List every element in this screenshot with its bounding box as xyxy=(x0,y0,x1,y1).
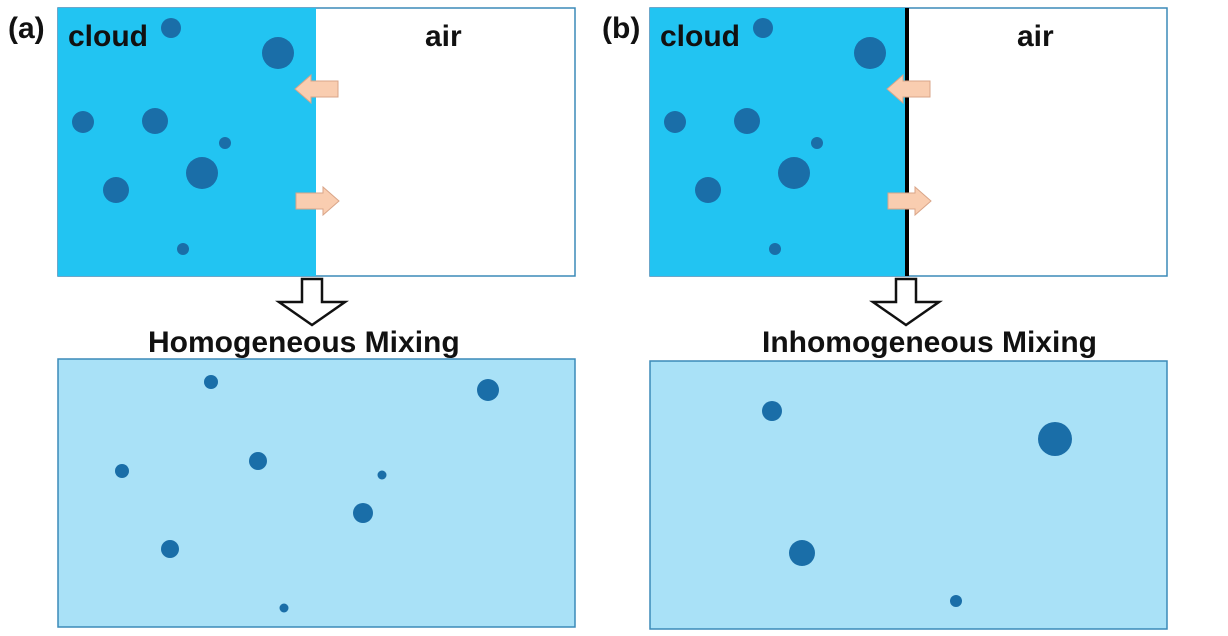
panel-b-result-title: Inhomogeneous Mixing xyxy=(762,326,1097,359)
droplet-icon xyxy=(142,108,168,134)
droplet-icon xyxy=(854,37,886,69)
droplet-icon xyxy=(204,375,218,389)
panel-a-air-label: air xyxy=(425,20,462,53)
droplet-icon xyxy=(377,470,387,480)
droplet-icon xyxy=(262,37,294,69)
droplet-icon xyxy=(811,137,823,149)
panel-a-droplets xyxy=(72,18,294,255)
panel-a-mixed-region xyxy=(57,358,576,628)
panel-b-air-label: air xyxy=(1017,20,1054,53)
droplet-icon xyxy=(789,540,815,566)
droplet-icon xyxy=(734,108,760,134)
droplet-icon xyxy=(695,177,721,203)
droplet-icon xyxy=(664,111,686,133)
droplet-icon xyxy=(161,540,179,558)
panel-a-label: (a) xyxy=(8,12,45,45)
droplet-icon xyxy=(353,503,373,523)
droplet-icon xyxy=(753,18,773,38)
droplet-icon xyxy=(115,464,129,478)
panel-a-result xyxy=(57,358,576,628)
droplet-icon xyxy=(778,157,810,189)
right-arrow-icon xyxy=(295,185,340,217)
down-hollow-arrow-icon xyxy=(869,277,943,327)
panel-b-top xyxy=(649,7,1168,277)
droplet-icon xyxy=(950,595,962,607)
droplet-icon xyxy=(219,137,231,149)
panel-a-cloud-label: cloud xyxy=(68,20,148,53)
droplet-icon xyxy=(161,18,181,38)
panel-b-mixed-region xyxy=(649,360,1168,630)
panel-a-result-title: Homogeneous Mixing xyxy=(148,326,460,359)
panel-b-result xyxy=(649,360,1168,630)
droplet-icon xyxy=(249,452,267,470)
droplet-icon xyxy=(762,401,782,421)
droplet-icon xyxy=(72,111,94,133)
panel-a-top xyxy=(57,7,576,277)
droplet-icon xyxy=(477,379,499,401)
left-arrow-icon xyxy=(886,73,931,105)
panel-b-label: (b) xyxy=(602,12,641,45)
droplet-icon xyxy=(769,243,781,255)
down-hollow-arrow-icon xyxy=(275,277,349,327)
left-arrow-icon xyxy=(294,73,339,105)
panel-b-cloud-label: cloud xyxy=(660,20,740,53)
droplet-icon xyxy=(103,177,129,203)
droplet-icon xyxy=(1038,422,1072,456)
droplet-icon xyxy=(186,157,218,189)
droplet-icon xyxy=(177,243,189,255)
droplet-icon xyxy=(279,603,289,613)
right-arrow-icon xyxy=(887,185,932,217)
